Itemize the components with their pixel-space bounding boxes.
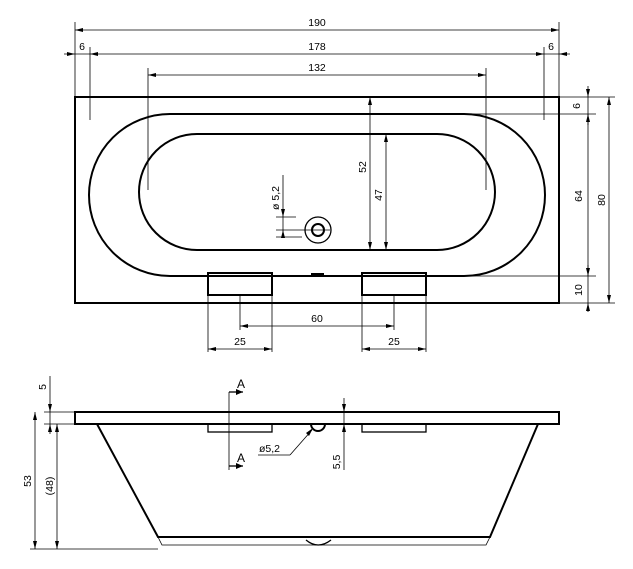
- tub-basin-oval: [138, 133, 496, 251]
- dim-label-48: (48): [44, 477, 56, 496]
- dim-label-pad-right: 25: [388, 336, 400, 348]
- dim-label-53: 53: [22, 475, 34, 487]
- dim-label-overflow-height: 5,5: [331, 455, 343, 470]
- dim-label-52: 52: [357, 161, 369, 173]
- dim-label-rim-thickness: 5: [37, 384, 49, 390]
- side-body: [96, 423, 539, 538]
- dim-label-178: 178: [308, 41, 326, 53]
- section-label-a-top: A: [237, 377, 245, 391]
- dim-label-drain-dia: ø 5,2: [270, 186, 282, 210]
- side-rim: [74, 411, 560, 425]
- side-pad-left: [207, 423, 273, 433]
- side-drain: [305, 539, 332, 546]
- overflow-marker: [311, 273, 324, 277]
- dim-label-64: 64: [573, 190, 585, 202]
- dim-label-pad-left: 25: [234, 336, 246, 348]
- dim-label-bottom-rim: 10: [573, 284, 585, 296]
- section-label-a-bottom: A: [237, 451, 245, 465]
- dim-label-47: 47: [373, 189, 385, 201]
- side-overflow: [310, 423, 326, 432]
- dim-label-60: 60: [311, 313, 323, 325]
- top-view: 190 178 6 6 132: [64, 17, 615, 352]
- dim-label-overflow-dia: ø5,2: [259, 443, 280, 455]
- dim-label-rim-right: 6: [548, 41, 554, 53]
- tub-outline: [74, 96, 560, 304]
- side-pad-right: [361, 423, 427, 433]
- dim-label-80: 80: [596, 194, 608, 206]
- side-view: 5 53 (48) A A ø5,2 5,5: [22, 376, 560, 550]
- dim-label-rim-top: 6: [571, 103, 583, 109]
- side-base: [157, 536, 491, 546]
- dim-label-132: 132: [308, 62, 326, 74]
- dim-label-rim-left: 6: [79, 41, 85, 53]
- tub-rim-oval: [88, 113, 546, 277]
- dim-label-190: 190: [308, 17, 326, 29]
